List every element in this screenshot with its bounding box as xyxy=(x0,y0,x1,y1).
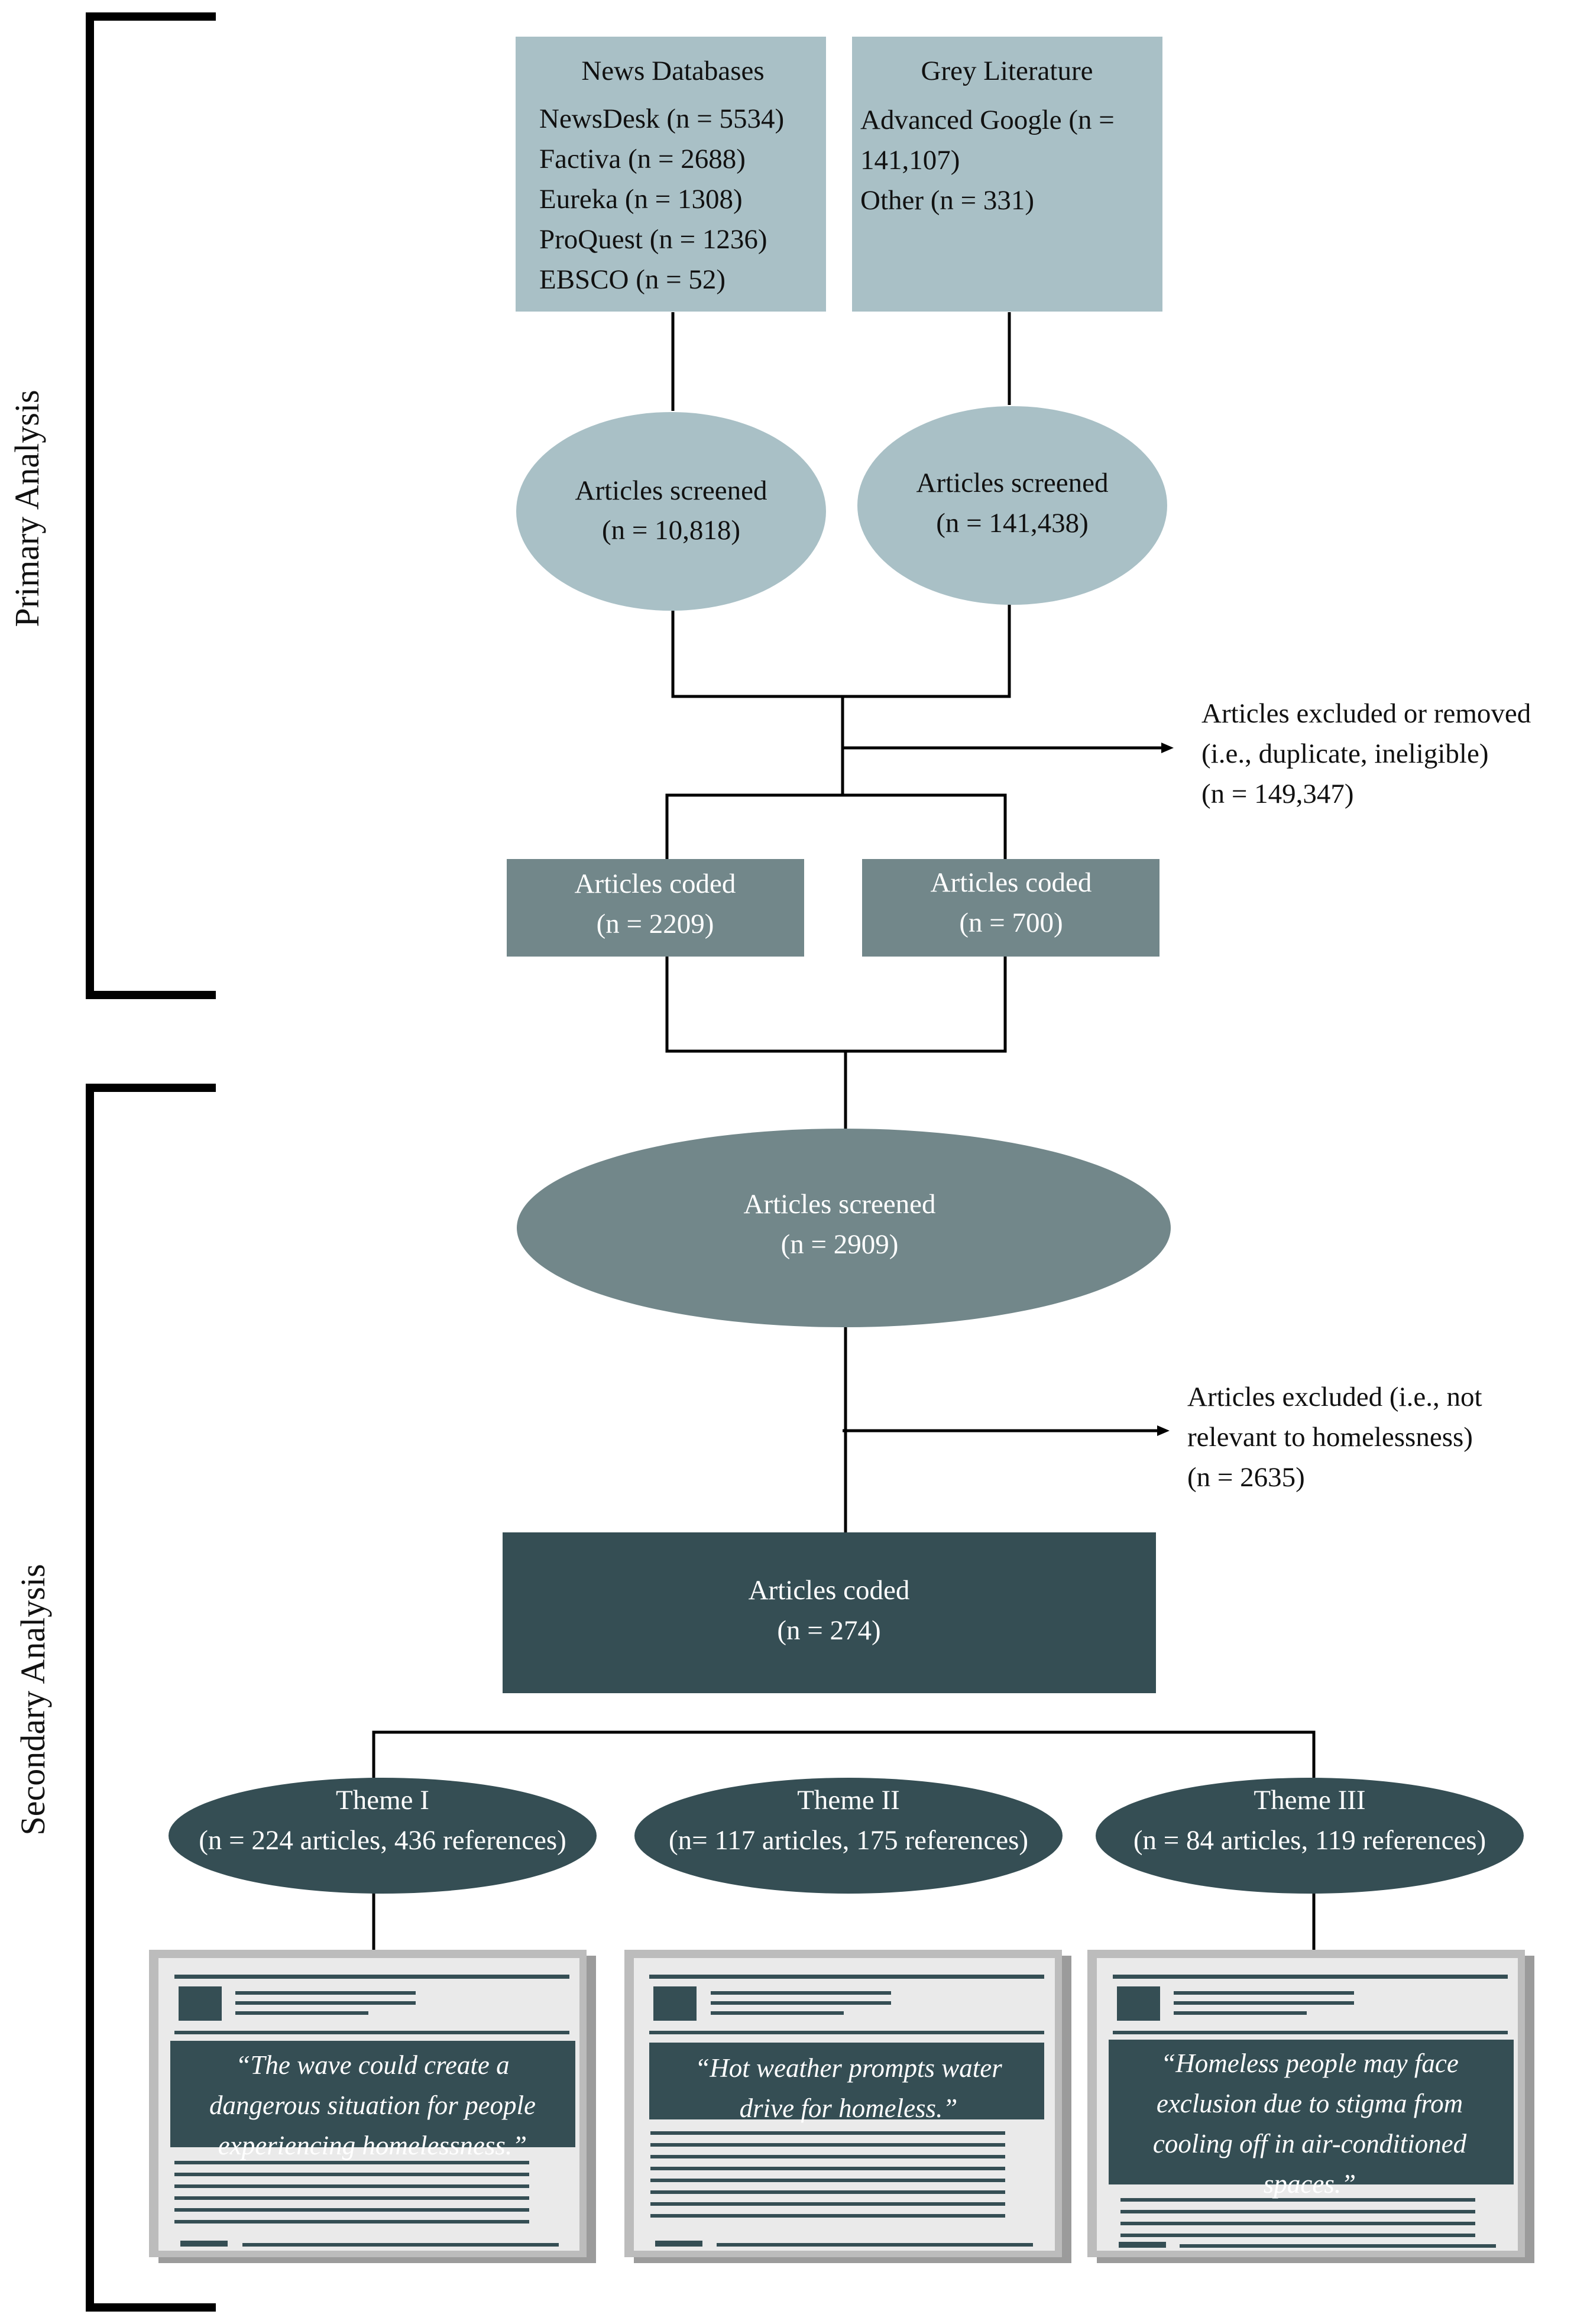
news-source-item: EBSCO (n = 52) xyxy=(539,264,726,295)
secondary-bracket xyxy=(86,1084,216,2312)
grey-source-item: 141,107) xyxy=(860,145,960,176)
theme-iii-quote-line: “Homeless people may face xyxy=(1161,2049,1459,2078)
theme-iii-quote-line: cooling off in air-conditioned xyxy=(1153,2129,1467,2158)
primary-analysis-label: Primary Analysis xyxy=(8,390,46,627)
exclusion-arrow-primary-head xyxy=(1161,743,1174,753)
theme-i-title: Theme I xyxy=(336,1785,429,1816)
connectors xyxy=(372,312,1316,1957)
excluded-secondary-line: relevant to homelessness) xyxy=(1187,1422,1473,1453)
secondary-analysis-label: Secondary Analysis xyxy=(14,1564,52,1835)
article-thumbnail-icon xyxy=(1117,1986,1160,2021)
exclusion-arrow-secondary-head xyxy=(1157,1425,1170,1436)
grey-literature-box: Grey Literature Advanced Google (n = 141… xyxy=(852,37,1162,312)
theme-iii-ellipse: Theme III (n = 84 articles, 119 referenc… xyxy=(1096,1778,1524,1894)
theme-i-ellipse: Theme I (n = 224 articles, 436 reference… xyxy=(169,1778,597,1894)
article-thumbnail-icon xyxy=(179,1986,222,2021)
news-source-item: ProQuest (n = 1236) xyxy=(539,224,767,255)
excluded-primary-line: (i.e., duplicate, ineligible) xyxy=(1201,738,1489,769)
theme-ii-quote-line: “Hot weather prompts water xyxy=(695,2053,1002,2083)
theme-ii-ellipse: Theme II (n= 117 articles, 175 reference… xyxy=(634,1778,1063,1894)
theme-i-article-card: “The wave could create a dangerous situa… xyxy=(149,1950,596,2263)
theme-iii-quote-line: spaces.” xyxy=(1264,2169,1356,2199)
theme-i-quote-line: “The wave could create a xyxy=(235,2050,509,2080)
screened-secondary-count: (n = 2909) xyxy=(781,1229,899,1260)
screened-news-ellipse: Articles screened (n = 10,818) xyxy=(516,412,826,611)
theme-ii-quote-line: drive for homeless.” xyxy=(740,2093,958,2123)
excluded-secondary-line: (n = 2635) xyxy=(1187,1462,1305,1493)
screened-news-count: (n = 10,818) xyxy=(602,515,740,546)
excluded-primary-line: Articles excluded or removed xyxy=(1201,698,1531,729)
screened-grey-label: Articles screened xyxy=(916,468,1109,498)
article-thumbnail-icon xyxy=(653,1986,697,2021)
screened-grey-count: (n = 141,438) xyxy=(936,508,1089,539)
coded-grey-count: (n = 700) xyxy=(959,907,1063,938)
excluded-secondary-note: Articles excluded (i.e., not relevant to… xyxy=(1187,1382,1482,1493)
screened-secondary-label: Articles screened xyxy=(744,1189,936,1220)
news-source-item: Factiva (n = 2688) xyxy=(539,144,746,174)
coded-news-box: Articles coded (n = 2209) xyxy=(507,859,804,957)
theme-iii-title: Theme III xyxy=(1254,1785,1365,1816)
coded-grey-box: Articles coded (n = 700) xyxy=(862,859,1160,957)
theme-iii-quote-line: exclusion due to stigma from xyxy=(1157,2089,1463,2118)
news-source-item: NewsDesk (n = 5534) xyxy=(539,103,784,134)
excluded-primary-line: (n = 149,347) xyxy=(1201,779,1354,809)
theme-ii-title: Theme II xyxy=(797,1785,900,1816)
theme-i-quote-line: dangerous situation for people xyxy=(209,2090,536,2120)
primary-bracket xyxy=(86,12,216,999)
coded-grey-label: Articles coded xyxy=(931,867,1092,898)
grey-literature-title: Grey Literature xyxy=(921,56,1093,86)
screened-grey-ellipse: Articles screened (n = 141,438) xyxy=(857,406,1167,605)
theme-i-count: (n = 224 articles, 436 references) xyxy=(199,1825,566,1856)
theme-ii-count: (n= 117 articles, 175 references) xyxy=(669,1825,1028,1856)
theme-ii-article-card: “Hot weather prompts water drive for hom… xyxy=(624,1950,1071,2263)
news-databases-box: News Databases NewsDesk (n = 5534) Facti… xyxy=(516,37,826,312)
theme-iii-count: (n = 84 articles, 119 references) xyxy=(1133,1825,1486,1856)
news-databases-title: News Databases xyxy=(581,56,764,86)
coded-final-label: Articles coded xyxy=(749,1575,910,1606)
theme-iii-article-card: “Homeless people may face exclusion due … xyxy=(1087,1950,1534,2263)
excluded-secondary-line: Articles excluded (i.e., not xyxy=(1187,1382,1482,1412)
grey-source-item: Advanced Google (n = xyxy=(860,105,1115,135)
news-source-item: Eureka (n = 1308) xyxy=(539,184,743,215)
screened-secondary-ellipse: Articles screened (n = 2909) xyxy=(517,1129,1171,1327)
screened-news-label: Articles screened xyxy=(575,475,767,506)
excluded-primary-note: Articles excluded or removed (i.e., dupl… xyxy=(1201,698,1531,809)
coded-final-count: (n = 274) xyxy=(777,1615,880,1646)
coded-news-count: (n = 2209) xyxy=(597,909,714,939)
coded-news-label: Articles coded xyxy=(575,868,736,899)
coded-final-box: Articles coded (n = 274) xyxy=(503,1532,1156,1693)
grey-source-item: Other (n = 331) xyxy=(860,185,1034,216)
theme-i-quote-line: experiencing homelessness.” xyxy=(218,2131,527,2160)
